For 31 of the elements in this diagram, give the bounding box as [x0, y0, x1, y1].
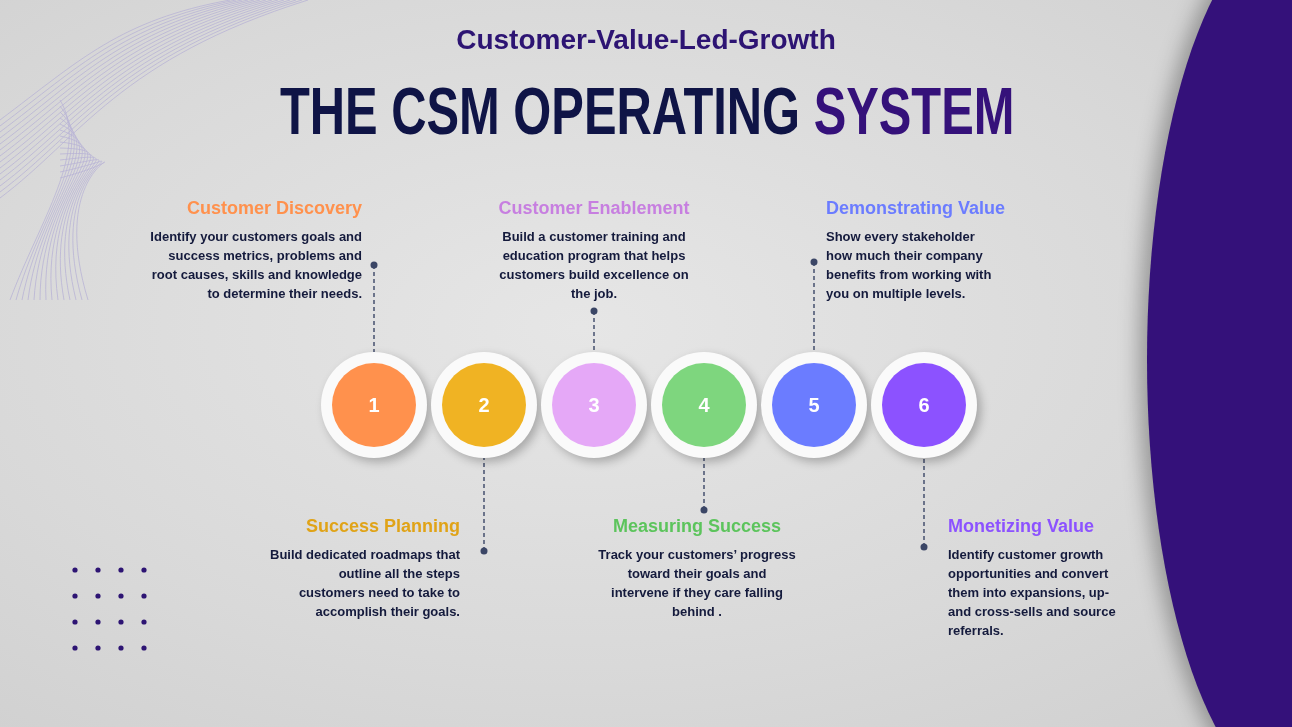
step-number: 2: [478, 393, 490, 417]
leader-line: [810, 258, 818, 353]
step-circle: [431, 352, 537, 458]
leader-line: [920, 457, 928, 551]
step-circle: [651, 352, 757, 458]
subtitle: Customer-Value-Led-Growth: [455, 24, 837, 56]
leader-line: [370, 261, 378, 353]
leader-line: [590, 307, 598, 353]
step-heading: Success Planning: [304, 516, 460, 537]
leader-line: [480, 457, 488, 555]
step-description: Track your customers’ progress toward their goals and intervene if they care falling behind .: [597, 546, 797, 621]
step-number: 4: [698, 393, 710, 417]
step-heading: Demonstrating Value: [826, 198, 1004, 219]
step-description: Identify customer growth opportunities and convert them into expansions, up- and cross-sells and source referrals.: [948, 546, 1117, 640]
leader-line: [700, 457, 708, 514]
step-number: 6: [918, 393, 930, 417]
step-description: Build a customer training and education program that helps customers build excellence on the job.: [498, 228, 690, 303]
step-number: 3: [588, 393, 600, 417]
step-circle: [541, 352, 647, 458]
step-description: Show every stakeholder how much their company benefits from working with you on multiple levels.: [826, 228, 993, 303]
step-description: Identify your customers goals and success metrics, problems and root causes, skills and knowledge to determine their needs.: [150, 228, 362, 303]
step-circle: [871, 352, 977, 458]
step-heading: Customer Enablement: [497, 198, 691, 219]
step-number: 1: [368, 393, 380, 417]
step-description: Build dedicated roadmaps that outline all the steps customers need to take to accomplish their goals.: [270, 546, 460, 621]
step-heading: Measuring Success: [611, 516, 783, 537]
step-heading: Customer Discovery: [185, 198, 362, 219]
step-number: 5: [808, 393, 820, 417]
title: THE CSM OPERATING SYSTEM: [280, 78, 1016, 144]
step-heading: Monetizing Value: [948, 516, 1095, 537]
step-circle: [761, 352, 867, 458]
